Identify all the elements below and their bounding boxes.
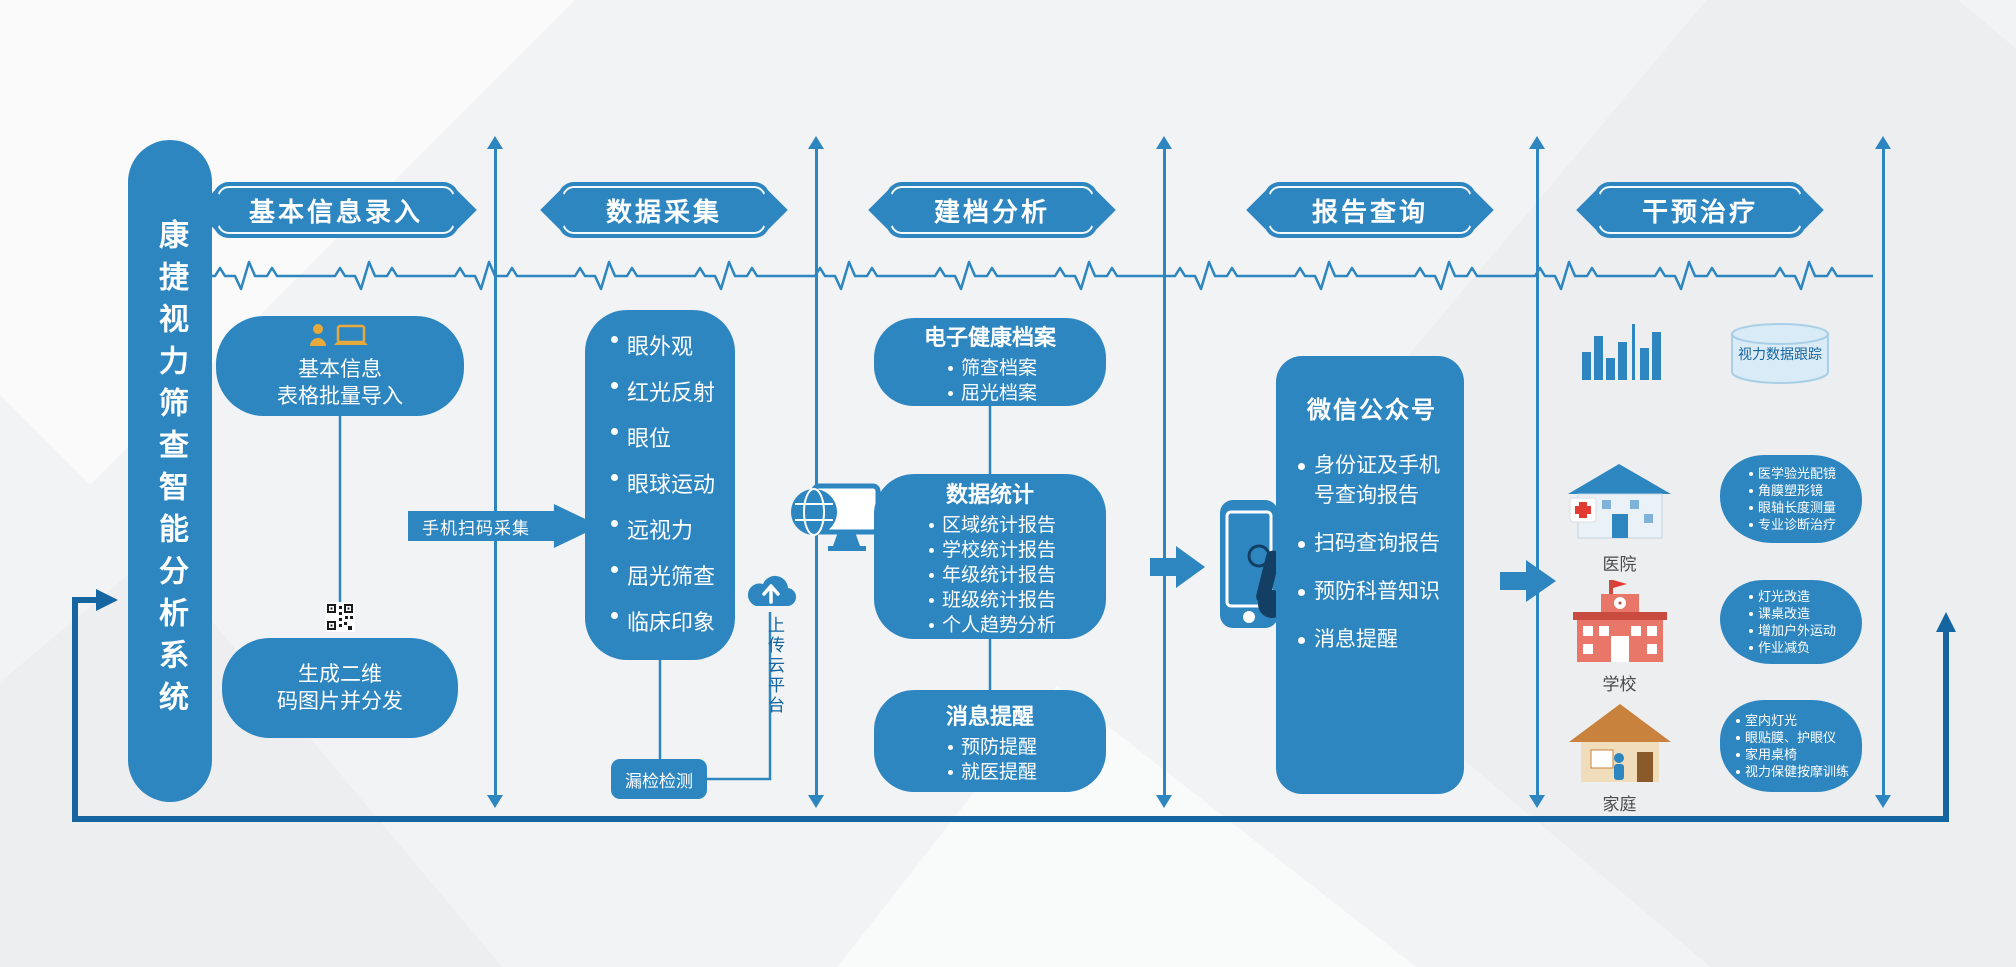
- hospital-measure: 专业诊断治疗: [1746, 516, 1836, 533]
- cloud-upload-icon: [740, 566, 800, 617]
- hospital-measure: 眼轴长度测量: [1746, 499, 1836, 516]
- column-header-report-query: 报告查询: [1264, 182, 1476, 238]
- database-cylinder-icon: [1730, 322, 1830, 391]
- qr-distribute-line2: 码图片并分发: [277, 690, 403, 713]
- health-archive-card: 电子健康档案 筛查档案 屈光档案: [874, 318, 1106, 406]
- wechat-account-box: 微信公众号 身份证及手机号查询报告 扫码查询报告 预防科普知识 消息提醒: [1276, 356, 1464, 794]
- family-measures-oval: 室内灯光 眼贴膜、护眼仪 家用桌椅 视力保健按摩训练: [1720, 700, 1862, 792]
- cloud-upload-label: 上传云平台: [765, 616, 784, 716]
- capture-item: 红光反射: [605, 370, 715, 416]
- capture-item: 眼外观: [605, 324, 715, 370]
- capture-item: 眼位: [605, 416, 715, 462]
- reminder-title: 消息提醒: [945, 704, 1034, 729]
- scan-collect-arrow: 手机扫码采集: [408, 504, 600, 548]
- statistics-item: 年级统计报告: [924, 563, 1056, 588]
- loop-arrowhead-right: [1936, 612, 1956, 632]
- statistics-title: 数据统计: [945, 482, 1034, 507]
- school-measure: 增加户外运动: [1746, 622, 1836, 639]
- globe-monitor-icon: [788, 472, 883, 562]
- column-divider: [1529, 136, 1545, 808]
- school-measures-oval: 灯光改造 课桌改造 增加户外运动 作业减负: [1720, 580, 1862, 664]
- hospital-measures-oval: 医学验光配镜 角膜塑形镜 眼轴长度测量 专业诊断治疗: [1720, 455, 1862, 543]
- family-measure: 室内灯光: [1733, 712, 1849, 729]
- hospital-measure: 医学验光配镜: [1746, 465, 1836, 482]
- missed-check-box: 漏检检测: [611, 759, 707, 799]
- qr-code-icon: [325, 602, 355, 637]
- statistics-item: 学校统计报告: [924, 538, 1056, 563]
- scan-collect-label: 手机扫码采集: [422, 518, 530, 538]
- archive-item: 筛查档案: [943, 356, 1037, 381]
- basic-info-line2: 表格批量导入: [277, 385, 403, 408]
- family-measure: 视力保健按摩训练: [1733, 763, 1849, 780]
- reminder-item: 就医提醒: [943, 760, 1037, 785]
- capture-item: 远视力: [605, 508, 715, 554]
- column-header-archive-analysis: 建档分析: [886, 182, 1098, 238]
- qr-distribute-box: 生成二维 码图片并分发: [222, 638, 458, 738]
- family-label: 家庭: [1602, 795, 1637, 814]
- bar-chart-icon: [1578, 318, 1670, 389]
- health-archive-title: 电子健康档案: [923, 325, 1056, 350]
- capture-item: 屈光筛查: [605, 554, 715, 600]
- phone-touch-icon: [1212, 498, 1296, 649]
- school-measure: 灯光改造: [1746, 588, 1836, 605]
- vision-data-tracking-label: 视力数据跟踪: [1738, 346, 1822, 362]
- system-title: 康捷视力筛查智能分析系统: [154, 219, 187, 723]
- thick-arrow-to-intervention: [1500, 560, 1556, 602]
- school-icon: [1565, 576, 1675, 671]
- wechat-title: 微信公众号: [1307, 397, 1437, 424]
- system-title-bar: 康捷视力筛查智能分析系统: [128, 140, 212, 802]
- loop-arrowhead-left: [96, 589, 118, 611]
- thick-arrow-to-phone: [1150, 546, 1205, 588]
- wechat-item: 消息提醒: [1294, 625, 1450, 655]
- reminder-card: 消息提醒 预防提醒 就医提醒: [874, 690, 1106, 792]
- capture-item: 眼球运动: [605, 462, 715, 508]
- statistics-card: 数据统计 区域统计报告 学校统计报告 年级统计报告 班级统计报告 个人趋势分析: [874, 474, 1106, 639]
- basic-info-import-box: 基本信息 表格批量导入: [216, 316, 464, 416]
- archive-item: 屈光档案: [943, 381, 1037, 406]
- column-header-data-capture: 数据采集: [558, 182, 770, 238]
- capture-item: 临床印象: [605, 600, 715, 646]
- statistics-item: 个人趋势分析: [924, 613, 1056, 638]
- statistics-item: 班级统计报告: [924, 588, 1056, 613]
- family-measure: 家用桌椅: [1733, 746, 1849, 763]
- user-laptop-icon: [308, 322, 372, 353]
- column-header-intervention: 干预治疗: [1594, 182, 1806, 238]
- wechat-item: 扫码查询报告: [1294, 529, 1450, 559]
- capture-items-box: 眼外观 红光反射 眼位 眼球运动 远视力 屈光筛查 临床印象: [585, 310, 735, 660]
- wechat-item: 预防科普知识: [1294, 577, 1450, 607]
- statistics-item: 区域统计报告: [924, 513, 1056, 538]
- school-measure: 课桌改造: [1746, 605, 1836, 622]
- column-divider: [1156, 136, 1172, 808]
- heartbeat-line: [193, 254, 1873, 298]
- column-divider: [1875, 136, 1891, 808]
- family-measure: 眼贴膜、护眼仪: [1733, 729, 1849, 746]
- reminder-item: 预防提醒: [943, 735, 1037, 760]
- basic-info-line1: 基本信息: [298, 358, 382, 381]
- house-icon: [1565, 696, 1675, 791]
- feedback-loop-line: [72, 597, 1949, 822]
- wechat-item: 身份证及手机号查询报告: [1294, 451, 1450, 511]
- qr-distribute-line1: 生成二维: [298, 663, 382, 686]
- column-header-basic-info: 基本信息录入: [213, 182, 459, 238]
- column-divider: [487, 136, 503, 808]
- school-measure: 作业减负: [1746, 639, 1836, 656]
- hospital-measure: 角膜塑形镜: [1746, 482, 1836, 499]
- hospital-label: 医院: [1602, 555, 1637, 574]
- school-label: 学校: [1602, 675, 1637, 694]
- hospital-icon: [1562, 452, 1677, 552]
